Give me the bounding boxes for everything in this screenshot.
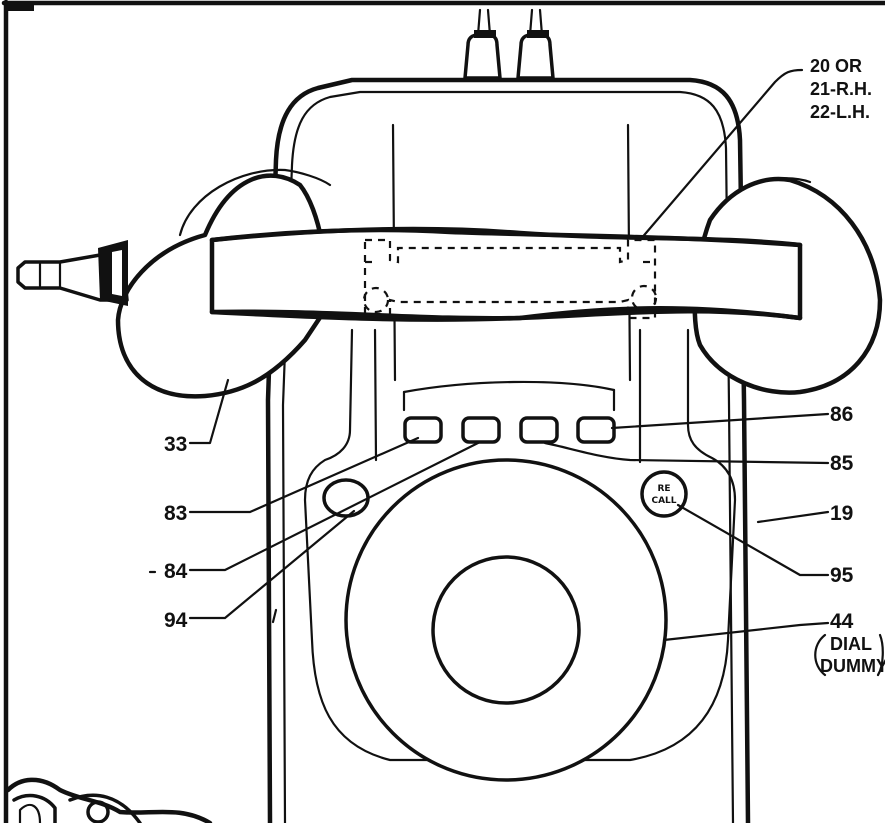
callout-33: 33 (164, 433, 187, 456)
callout-22-lh: 22-L.H. (810, 102, 870, 122)
recall-button: RE CALL (640, 470, 688, 518)
recall-label-2: CALL (651, 496, 676, 506)
cord-plug (16, 240, 129, 306)
callout-21-rh: 21-R.H. (810, 79, 872, 99)
callout-44-dial: DIAL (830, 634, 872, 654)
callout-19: 19 (830, 502, 853, 525)
callout-labels: 20 OR 21-R.H. 22-L.H. 86 85 33 83 19 84 … (164, 56, 885, 677)
handset (16, 168, 883, 399)
callout-95: 95 (830, 564, 854, 587)
cradle-dashed-outline (362, 238, 658, 320)
callout-44-dummy: DUMMY (820, 656, 885, 676)
callout-44: 44 (830, 610, 854, 633)
callout-84: 84 (164, 560, 188, 583)
callout-85: 85 (830, 452, 854, 475)
recall-label-1: RE (657, 484, 670, 494)
left-round-button (322, 478, 370, 518)
leader-lines (188, 68, 830, 642)
callout-20-or: 20 OR (810, 56, 862, 76)
callout-94: 94 (164, 609, 188, 632)
dial-dummy (344, 458, 668, 782)
partial-figure-fragment (5, 777, 213, 823)
button-row (403, 416, 616, 444)
cord-connectors (463, 8, 555, 80)
callout-86: 86 (830, 403, 853, 426)
callout-83: 83 (164, 502, 187, 525)
